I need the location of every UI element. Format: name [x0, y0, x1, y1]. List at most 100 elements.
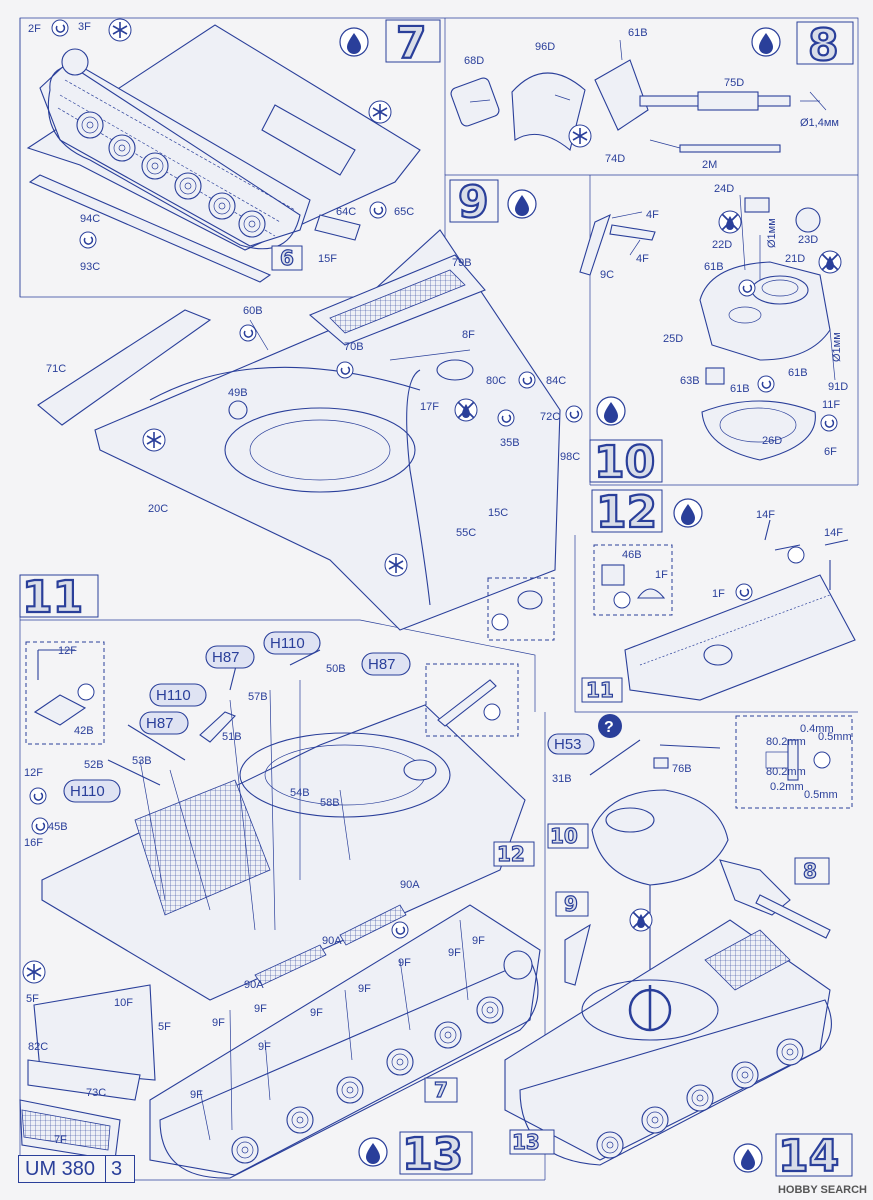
paint-H110-a: H110	[263, 631, 321, 655]
svg-text:H87: H87	[212, 649, 240, 666]
ref-step-8: 8	[803, 859, 817, 883]
part-58B: 58B	[320, 797, 340, 809]
part-15C: 15C	[488, 507, 508, 519]
part-74D: 74D	[605, 153, 625, 165]
part-6F: 6F	[824, 446, 837, 458]
watermark: HOBBY SEARCH	[777, 1184, 867, 1196]
part-60B: 60B	[243, 305, 263, 317]
step-number-14: 14	[778, 1131, 839, 1182]
part-54B: 54B	[290, 787, 310, 799]
part-71C: 71C	[46, 363, 66, 375]
step13-assembly: 90A 90A 90A 9F 9F 9F 9F 9F 9F 9F 9F 9F 5…	[19, 879, 541, 1181]
part-61B-b: 61B	[730, 383, 750, 395]
step12-assembly: 12 46B 1F 1F 14F 14F 11	[581, 486, 856, 703]
part-23D: 23D	[798, 234, 818, 246]
part-35B: 35B	[500, 437, 520, 449]
part-2F: 2F	[28, 23, 41, 35]
part-1F-a: 1F	[655, 569, 668, 581]
step11-assembly: 11 12F 42B 57B 50B 51B 52B 53B 12F 45B 1…	[19, 571, 535, 1001]
part-68D: 68D	[464, 55, 484, 67]
part-3F: 3F	[78, 21, 91, 33]
part-5F-b: 5F	[158, 1021, 171, 1033]
part-4F-a: 4F	[646, 209, 659, 221]
ref-step-10: 10	[550, 824, 578, 848]
part-9F-b: 9F	[254, 1003, 267, 1015]
paint-H87-c: H87	[139, 711, 189, 735]
drill-1mm-a: Ø1мм	[766, 218, 778, 248]
part-17F: 17F	[420, 401, 439, 413]
part-7F: 7F	[54, 1134, 67, 1146]
step8-assembly: 68D 96D 61B 75D 74D 2M Ø1,4мм 8	[450, 19, 854, 171]
part-65C: 65C	[394, 206, 414, 218]
part-9F-a: 9F	[212, 1017, 225, 1029]
svg-text:?: ?	[604, 719, 614, 736]
panel-borders	[19, 17, 859, 1181]
part-9F-h: 9F	[258, 1041, 271, 1053]
part-91D: 91D	[828, 381, 848, 393]
page-number: 3	[104, 1156, 128, 1182]
part-63B: 63B	[680, 375, 700, 387]
part-5F-a: 5F	[26, 993, 39, 1005]
part-9F-g: 9F	[472, 935, 485, 947]
paint-H87-a: H87	[205, 645, 255, 669]
part-79B: 79B	[452, 257, 472, 269]
ref-step-12: 12	[497, 842, 525, 866]
ref-step-7: 7	[434, 1078, 448, 1102]
part-61B-a: 61B	[704, 261, 724, 273]
part-9F-i: 9F	[190, 1089, 203, 1101]
part-9F-d: 9F	[358, 983, 371, 995]
part-45B: 45B	[48, 821, 68, 833]
part-12F-b: 12F	[24, 767, 43, 779]
part-61B: 61B	[628, 27, 648, 39]
part-11F: 11F	[822, 399, 840, 411]
drill-1mm-b: Ø1мм	[831, 332, 843, 362]
dim-0.5mm: 0.5mm	[818, 731, 852, 743]
step-number-8: 8	[808, 20, 839, 71]
part-50B: 50B	[326, 663, 346, 675]
part-53B: 53B	[132, 755, 152, 767]
step-number-11: 11	[22, 572, 83, 623]
part-12F-a: 12F	[58, 645, 77, 657]
step10-assembly: 24D 22D 21D 23D 61B 25D 63B 61B 61B 91D …	[589, 183, 848, 489]
part-22D: 22D	[712, 239, 732, 251]
part-90A-b: 90A	[322, 935, 342, 947]
part-49B: 49B	[228, 387, 248, 399]
part-64C: 64C	[336, 206, 356, 218]
part-42B: 42B	[74, 725, 94, 737]
part-14F-a: 14F	[756, 509, 775, 521]
ref-step-11: 11	[586, 678, 614, 702]
part-16F: 16F	[24, 837, 43, 849]
part-75D: 75D	[724, 77, 744, 89]
step9-assembly: 9 4F 4F 9C	[449, 176, 659, 281]
part-10F: 10F	[114, 997, 133, 1009]
dim-0.2mm: 0.2mm	[770, 781, 804, 793]
part-82C: 82C	[28, 1041, 48, 1053]
ref-step-13: 13	[512, 1130, 540, 1154]
catalog-code: UM 380 3	[18, 1155, 135, 1183]
step-number-10: 10	[594, 437, 655, 488]
part-70B: 70B	[344, 341, 364, 353]
svg-text:H110: H110	[70, 783, 105, 800]
svg-text:H87: H87	[146, 715, 174, 732]
part-4F-b: 4F	[636, 253, 649, 265]
part-1F-b: 1F	[712, 588, 725, 600]
paint-H110-c: H110	[63, 779, 121, 803]
part-14F-b: 14F	[824, 527, 843, 539]
part-80C: 80C	[486, 375, 506, 387]
part-26D: 26D	[762, 435, 782, 447]
part-76B: 76B	[672, 763, 692, 775]
part-8F: 8F	[462, 329, 475, 341]
part-93C: 93C	[80, 261, 100, 273]
step7-assembly: 2F 3F 94C 93C 64C 65C 7 6	[26, 17, 441, 283]
part-84C: 84C	[546, 375, 566, 387]
ref-step-6: 6	[280, 246, 294, 270]
part-9C: 9C	[600, 269, 614, 281]
dim-80.2mm-b: 80.2mm	[766, 766, 806, 778]
part-98C: 98C	[560, 451, 580, 463]
part-46B: 46B	[622, 549, 642, 561]
part-9F-f: 9F	[448, 947, 461, 959]
step-number-9: 9	[458, 177, 489, 228]
part-9F-e: 9F	[398, 957, 411, 969]
drill-size: Ø1,4мм	[800, 117, 839, 129]
